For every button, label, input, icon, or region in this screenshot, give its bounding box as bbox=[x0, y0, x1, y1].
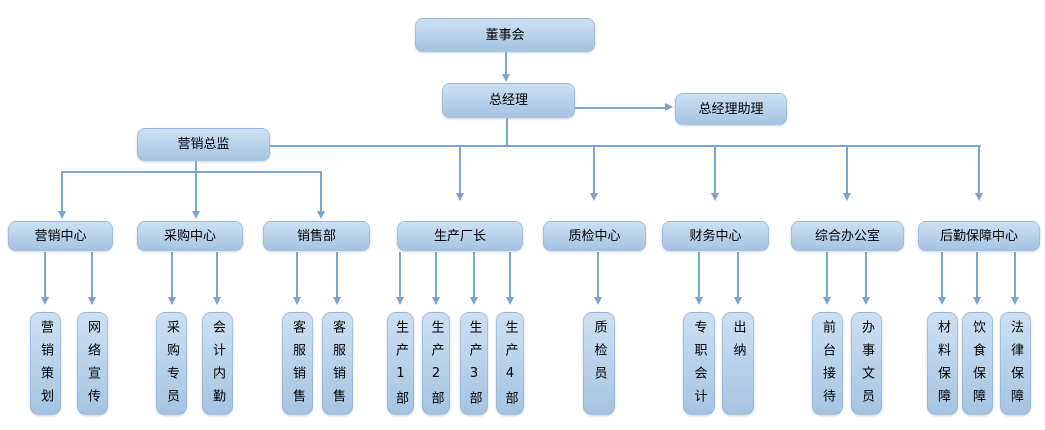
arrowhead-dept-staff bbox=[41, 297, 49, 305]
dept-finance-center: 财务中心 bbox=[662, 221, 769, 251]
arrowhead-dept-staff bbox=[168, 297, 176, 305]
connector-main-logistics bbox=[978, 147, 980, 193]
connector-main-finance bbox=[714, 147, 716, 193]
connector-dept-staff bbox=[399, 252, 401, 297]
staff-front-desk: 前台接待 bbox=[812, 312, 843, 415]
arrowhead-dept-staff bbox=[973, 297, 981, 305]
arrowhead-dept-staff bbox=[734, 297, 742, 305]
arrowhead-board-gm bbox=[502, 74, 510, 82]
dept-production-director: 生产厂长 bbox=[397, 221, 523, 251]
arrowhead-dept-staff bbox=[470, 297, 478, 305]
dept-purchasing-center: 采购中心 bbox=[137, 221, 243, 251]
connector-md-drop bbox=[195, 161, 197, 172]
staff-office-clerk: 办事文员 bbox=[851, 312, 882, 415]
staff-material-support: 材料保障 bbox=[927, 312, 958, 415]
connector-dept-staff bbox=[976, 252, 978, 297]
connector-dept-staff bbox=[941, 252, 943, 297]
staff-production-dept-1: 生产1部 bbox=[387, 312, 414, 415]
arrowhead-dept-staff bbox=[938, 297, 946, 305]
dept-marketing-center: 营销中心 bbox=[8, 221, 113, 251]
connector-main-office bbox=[846, 147, 848, 193]
connector-main-production bbox=[459, 147, 461, 193]
arrowhead-branch-marketing bbox=[58, 211, 66, 219]
connector-dept-staff bbox=[171, 252, 173, 297]
arrowhead-branch-purchasing bbox=[192, 211, 200, 219]
staff-quality-inspector: 质检员 bbox=[583, 312, 615, 415]
arrowhead-dept-staff bbox=[213, 297, 221, 305]
connector-gm-main bbox=[506, 118, 508, 146]
staff-customer-service-sales-1: 客服销售 bbox=[282, 312, 313, 415]
arrowhead-dept-staff bbox=[88, 297, 96, 305]
connector-dept-staff bbox=[1014, 252, 1016, 297]
staff-full-time-accountant: 专职会计 bbox=[683, 312, 715, 415]
staff-catering-support: 饮食保障 bbox=[962, 312, 993, 415]
connector-dept-staff bbox=[509, 252, 511, 297]
connector-branch-purchasing bbox=[195, 173, 197, 211]
connector-branch-marketing bbox=[61, 173, 63, 211]
connector-dept-staff bbox=[737, 252, 739, 297]
staff-purchasing-specialist: 采购专员 bbox=[156, 312, 187, 415]
staff-accounting-support: 会计内勤 bbox=[202, 312, 233, 415]
staff-production-dept-3: 生产3部 bbox=[460, 312, 488, 415]
staff-marketing-planning: 营销策划 bbox=[30, 312, 61, 415]
dept-general-office: 综合办公室 bbox=[791, 221, 904, 251]
node-general-manager: 总经理 bbox=[442, 83, 575, 118]
arrowhead-main-qc bbox=[590, 193, 598, 201]
arrowhead-main-finance bbox=[711, 193, 719, 201]
arrowhead-dept-staff bbox=[432, 297, 440, 305]
connector-dept-staff bbox=[91, 252, 93, 297]
dept-logistics-center: 后勤保障中心 bbox=[918, 221, 1040, 251]
dept-qc-center: 质检中心 bbox=[543, 221, 646, 251]
staff-cashier: 出纳 bbox=[722, 312, 754, 415]
arrowhead-gm-assistant bbox=[665, 103, 673, 111]
staff-legal-support: 法律保障 bbox=[1000, 312, 1031, 415]
connector-gm-assistant bbox=[575, 107, 665, 109]
arrowhead-main-office bbox=[843, 193, 851, 201]
connector-dept-staff bbox=[296, 252, 298, 297]
arrowhead-main-logistics bbox=[975, 193, 983, 201]
arrowhead-dept-staff bbox=[293, 297, 301, 305]
connector-dept-staff bbox=[597, 252, 599, 297]
connector-board-gm bbox=[505, 52, 507, 74]
node-marketing-director: 营销总监 bbox=[137, 128, 270, 161]
node-gm-assistant: 总经理助理 bbox=[675, 93, 787, 125]
arrowhead-dept-staff bbox=[506, 297, 514, 305]
staff-customer-service-sales-2: 客服销售 bbox=[322, 312, 353, 415]
connector-main-qc bbox=[593, 147, 595, 193]
dept-sales: 销售部 bbox=[263, 221, 370, 251]
arrowhead-dept-staff bbox=[1011, 297, 1019, 305]
arrowhead-branch-sales bbox=[317, 211, 325, 219]
staff-production-dept-4: 生产4部 bbox=[496, 312, 524, 415]
arrowhead-dept-staff bbox=[396, 297, 404, 305]
connector-dept-staff bbox=[473, 252, 475, 297]
arrowhead-dept-staff bbox=[695, 297, 703, 305]
connector-dept-staff bbox=[336, 252, 338, 297]
connector-dept-staff bbox=[865, 252, 867, 297]
arrowhead-dept-staff bbox=[594, 297, 602, 305]
connector-branch-sales bbox=[320, 173, 322, 211]
connector-md-branch bbox=[61, 171, 322, 173]
connector-dept-staff bbox=[216, 252, 218, 297]
connector-dept-staff bbox=[435, 252, 437, 297]
staff-online-promotion: 网络宣传 bbox=[77, 312, 108, 415]
connector-dept-staff bbox=[698, 252, 700, 297]
arrowhead-dept-staff bbox=[823, 297, 831, 305]
arrowhead-dept-staff bbox=[862, 297, 870, 305]
connector-main-line bbox=[270, 145, 981, 147]
node-board: 董事会 bbox=[415, 18, 595, 52]
arrowhead-main-production bbox=[456, 193, 464, 201]
connector-dept-staff bbox=[44, 252, 46, 297]
arrowhead-dept-staff bbox=[333, 297, 341, 305]
connector-dept-staff bbox=[826, 252, 828, 297]
staff-production-dept-2: 生产2部 bbox=[422, 312, 450, 415]
